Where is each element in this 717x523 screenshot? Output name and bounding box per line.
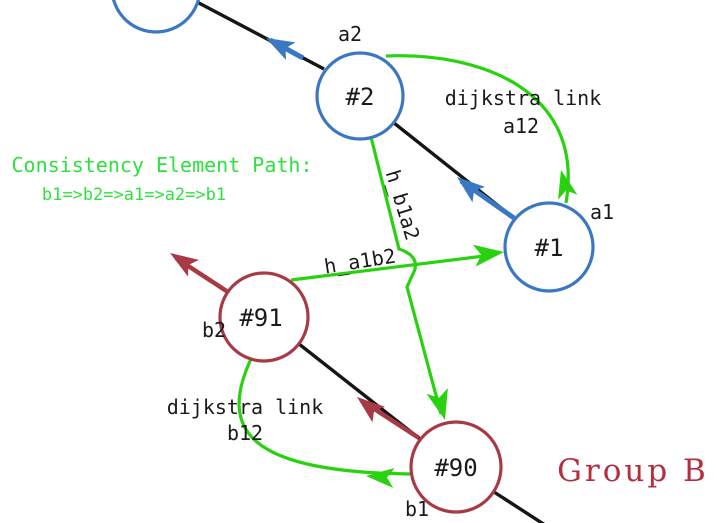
- edge-label-a2: a2: [338, 22, 362, 46]
- arrowhead-h-a1b2-icon: [472, 244, 504, 267]
- node-90: [409, 420, 503, 514]
- edge-label-b1: b1: [405, 497, 429, 521]
- edge-label-h-a1b2: h_a1b2: [322, 244, 397, 279]
- arrowhead-a1-icon: [457, 177, 486, 203]
- edge-h-a1b2-line: [290, 253, 493, 282]
- edge-label-dijkstra-bottom: dijkstra link: [167, 395, 324, 419]
- arrowhead-b2-icon: [170, 253, 199, 277]
- node-90-label: #90: [434, 454, 477, 482]
- edge-label-b12: b12: [227, 421, 263, 445]
- edge-label-a1: a1: [590, 200, 614, 224]
- arrowhead-h-b1a2-icon: [426, 388, 448, 420]
- edge-exit-bottom-right: [493, 490, 546, 523]
- node-top-left-partial: [112, 0, 200, 34]
- consistency-path-title: Consistency Element Path:: [11, 153, 312, 177]
- edge-a2-black: [196, 0, 325, 71]
- node-2-label: #2: [346, 83, 375, 111]
- node-91-label: #91: [239, 304, 282, 332]
- node-91: [218, 271, 310, 363]
- node-1-label: #1: [535, 234, 564, 262]
- arrowhead-b1-icon: [357, 397, 386, 423]
- edge-dijkstra-b12-arc: [237, 358, 411, 476]
- edge-dijkstra-a12-arc: [385, 54, 570, 204]
- edge-label-a12: a12: [503, 114, 539, 138]
- arrowhead-a2-icon: [266, 38, 296, 60]
- edge-label-b2: b2: [202, 318, 226, 342]
- edge-h-b1a2-line: [369, 136, 443, 415]
- node-1: [503, 201, 595, 293]
- arrowhead-a12-icon: [558, 170, 578, 200]
- arrowhead-b12-icon: [366, 467, 395, 488]
- group-b-label: Group B: [557, 453, 709, 489]
- edge-label-dijkstra-top: dijkstra link: [445, 86, 602, 110]
- consistency-path-sequence: b1=>b2=>a1=>a2=>b1: [42, 185, 226, 205]
- node-2: [315, 51, 405, 141]
